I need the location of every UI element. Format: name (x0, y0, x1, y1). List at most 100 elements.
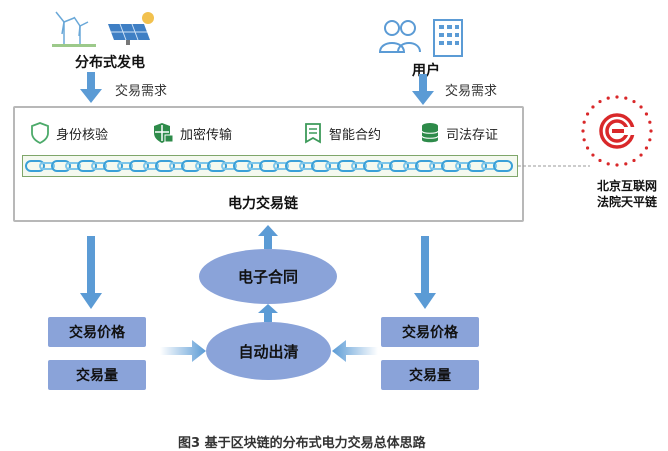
logo-dot (648, 138, 652, 142)
chain-link (129, 160, 149, 172)
chain-link (169, 162, 185, 170)
logo-dot (581, 129, 585, 133)
arrow-down-right (412, 74, 434, 105)
building-icon (428, 16, 468, 62)
chain-link (441, 160, 461, 172)
chain-link (221, 162, 237, 170)
court-label-line2: 法院天平链 (596, 195, 657, 209)
logo-dot (639, 153, 643, 157)
chain-link (325, 162, 341, 170)
chain-link (415, 160, 435, 172)
contract-icon (305, 123, 321, 144)
logo-dot (591, 105, 595, 109)
logo-dot (598, 99, 602, 104)
logo-dot (615, 163, 619, 167)
left-trade-volume-box: 交易量 (48, 360, 146, 390)
chain-link (481, 162, 497, 170)
feature-judicial-deposit-label: 司法存证 (446, 127, 499, 143)
court-label: 北京互联网 法院天平链 (584, 178, 668, 210)
chain-link (195, 162, 211, 170)
logo-dot (615, 95, 619, 99)
chain-title: 电力交易链 (228, 196, 298, 212)
chain-link (285, 160, 305, 172)
chain-link (155, 160, 175, 172)
arrow-down-bottom-left (80, 236, 102, 309)
logo-dot (585, 146, 590, 150)
chain-link (377, 162, 393, 170)
chain-link (455, 162, 471, 170)
chain-link (103, 160, 123, 172)
chain-link (259, 160, 279, 172)
figure-caption: 图3 基于区块链的分布式电力交易总体思路 (178, 436, 426, 451)
chain-link (299, 162, 315, 170)
logo-dot (648, 120, 652, 124)
chain-link (311, 160, 331, 172)
demand-label-left: 交易需求 (115, 84, 168, 99)
feature-smart-contract: 智能合约 (303, 122, 381, 144)
left-trade-price-box: 交易价格 (48, 317, 146, 347)
chain-link (467, 160, 487, 172)
chain-link (51, 160, 71, 172)
logo-dot (582, 120, 586, 124)
feature-identity-label: 身份核验 (56, 127, 109, 143)
court-label-line1: 北京互联网 (596, 179, 657, 193)
logo-dot (649, 129, 653, 133)
logo-dot (632, 158, 636, 163)
demand-label-right: 交易需求 (445, 84, 498, 99)
wind-turbine-icon (52, 11, 96, 47)
encryption-shield-icon (154, 123, 174, 143)
chain-link (77, 160, 97, 172)
chain-link (91, 162, 107, 170)
chain-link (247, 162, 263, 170)
arrow-up-to-contract (258, 304, 278, 322)
beijing-internet-court-logo (581, 95, 653, 167)
chain-link (403, 162, 419, 170)
chain-link (25, 160, 45, 172)
electronic-contract-node: 电子合同 (199, 249, 337, 304)
generator-label: 分布式发电 (75, 55, 145, 71)
logo-dot (606, 96, 610, 100)
chain-link (273, 162, 289, 170)
arrow-up-to-chain (258, 225, 278, 249)
feature-encryption: 加密传输 (152, 122, 232, 144)
chain-link (337, 160, 357, 172)
logo-dot (644, 112, 649, 116)
users-icon (376, 16, 424, 60)
feature-identity: 身份核验 (30, 122, 108, 144)
chain-link (181, 160, 201, 172)
auto-clearing-node: 自动出清 (206, 322, 331, 380)
solar-panel-icon (104, 10, 156, 50)
logo-dot (591, 153, 595, 157)
chain-link (429, 162, 445, 170)
arrow-down-bottom-right (414, 236, 436, 309)
chain-link (389, 160, 409, 172)
database-icon (421, 123, 439, 143)
logo-dot (582, 138, 586, 142)
logo-dot (639, 105, 643, 109)
logo-dot (624, 162, 628, 166)
chain-link (351, 162, 367, 170)
logo-dot (624, 96, 628, 100)
chain-link (233, 160, 253, 172)
logo-dot (632, 99, 636, 104)
chain-link (207, 160, 227, 172)
shield-icon (31, 122, 49, 144)
feature-judicial-deposit: 司法存证 (420, 122, 498, 144)
chain-link (65, 162, 81, 170)
logo-dot (585, 112, 590, 116)
chain-link (363, 160, 383, 172)
arrow-down-left (80, 72, 102, 103)
feature-encryption-label: 加密传输 (180, 127, 233, 143)
logo-dot (598, 158, 602, 163)
chain-link (493, 160, 513, 172)
court-connector-line (518, 165, 590, 167)
chain-links-icon (25, 160, 513, 172)
logo-dot (644, 146, 649, 150)
chain-link (117, 162, 133, 170)
right-trade-price-box: 交易价格 (381, 317, 479, 347)
feature-smart-contract-label: 智能合约 (329, 127, 382, 143)
right-trade-volume-box: 交易量 (381, 360, 479, 390)
generator-icons (48, 6, 158, 48)
chain-link (39, 162, 55, 170)
chain-link (143, 162, 159, 170)
